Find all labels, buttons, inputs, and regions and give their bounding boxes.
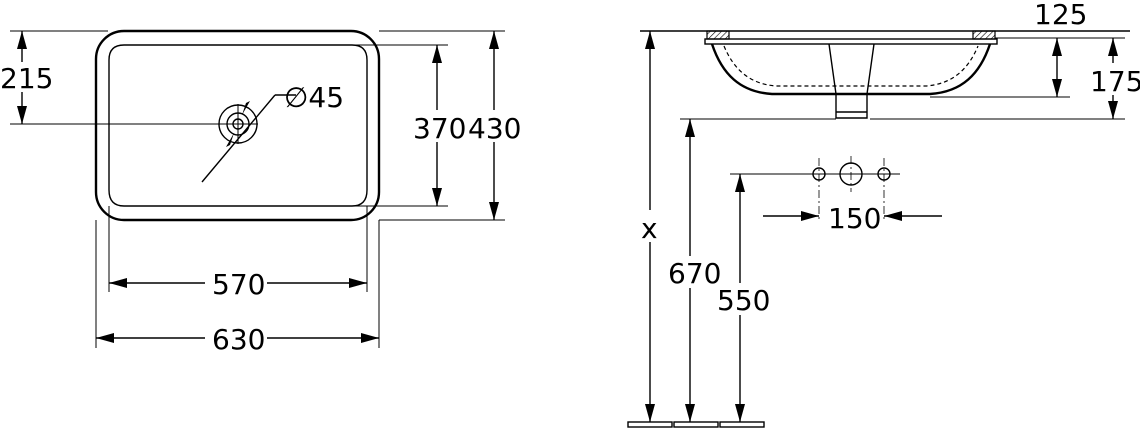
drain-body (828, 43, 875, 119)
diameter-label: ∅45 (284, 81, 344, 114)
dim-215: 215 (0, 30, 222, 125)
dim-215-label: 215 (0, 62, 53, 95)
basin-inner-profile (723, 45, 979, 87)
floor-base (627, 421, 765, 428)
dim-370-430: 370 430 (352, 30, 521, 221)
drain-symbol (218, 104, 258, 144)
dim-150-label: 150 (828, 202, 881, 235)
dim-370-label: 370 (413, 112, 466, 145)
basin-outer-profile (710, 43, 992, 96)
dim-570-label: 570 (212, 268, 265, 301)
dim-x: x (638, 30, 705, 422)
dim-670: 670 (668, 118, 836, 422)
basin-rim (704, 38, 998, 45)
mount-left-hatch (706, 30, 730, 40)
dim-670-label: 670 (668, 257, 721, 290)
faucet-holes (812, 156, 891, 222)
dim-630-label: 630 (212, 323, 265, 356)
dim-x-label: x (641, 212, 658, 245)
dim-550: 550 (717, 173, 900, 422)
side-view: 125 175 x 670 55 (627, 0, 1140, 428)
dim-570: 570 (108, 206, 368, 301)
dim-550-label: 550 (717, 284, 770, 317)
dim-175-label: 175 (1090, 65, 1140, 98)
dim-125-label: 125 (1034, 0, 1087, 31)
mount-right-hatch (972, 30, 996, 40)
dim-430-label: 430 (468, 112, 521, 145)
top-view: ∅45 215 370 430 (0, 29, 521, 356)
dim-630: 630 (95, 220, 380, 356)
dim-150: 150 (763, 202, 942, 235)
dim-125-175: 125 175 (870, 0, 1140, 120)
diameter-leader (201, 94, 276, 183)
basin-outer-outline (94, 29, 381, 222)
